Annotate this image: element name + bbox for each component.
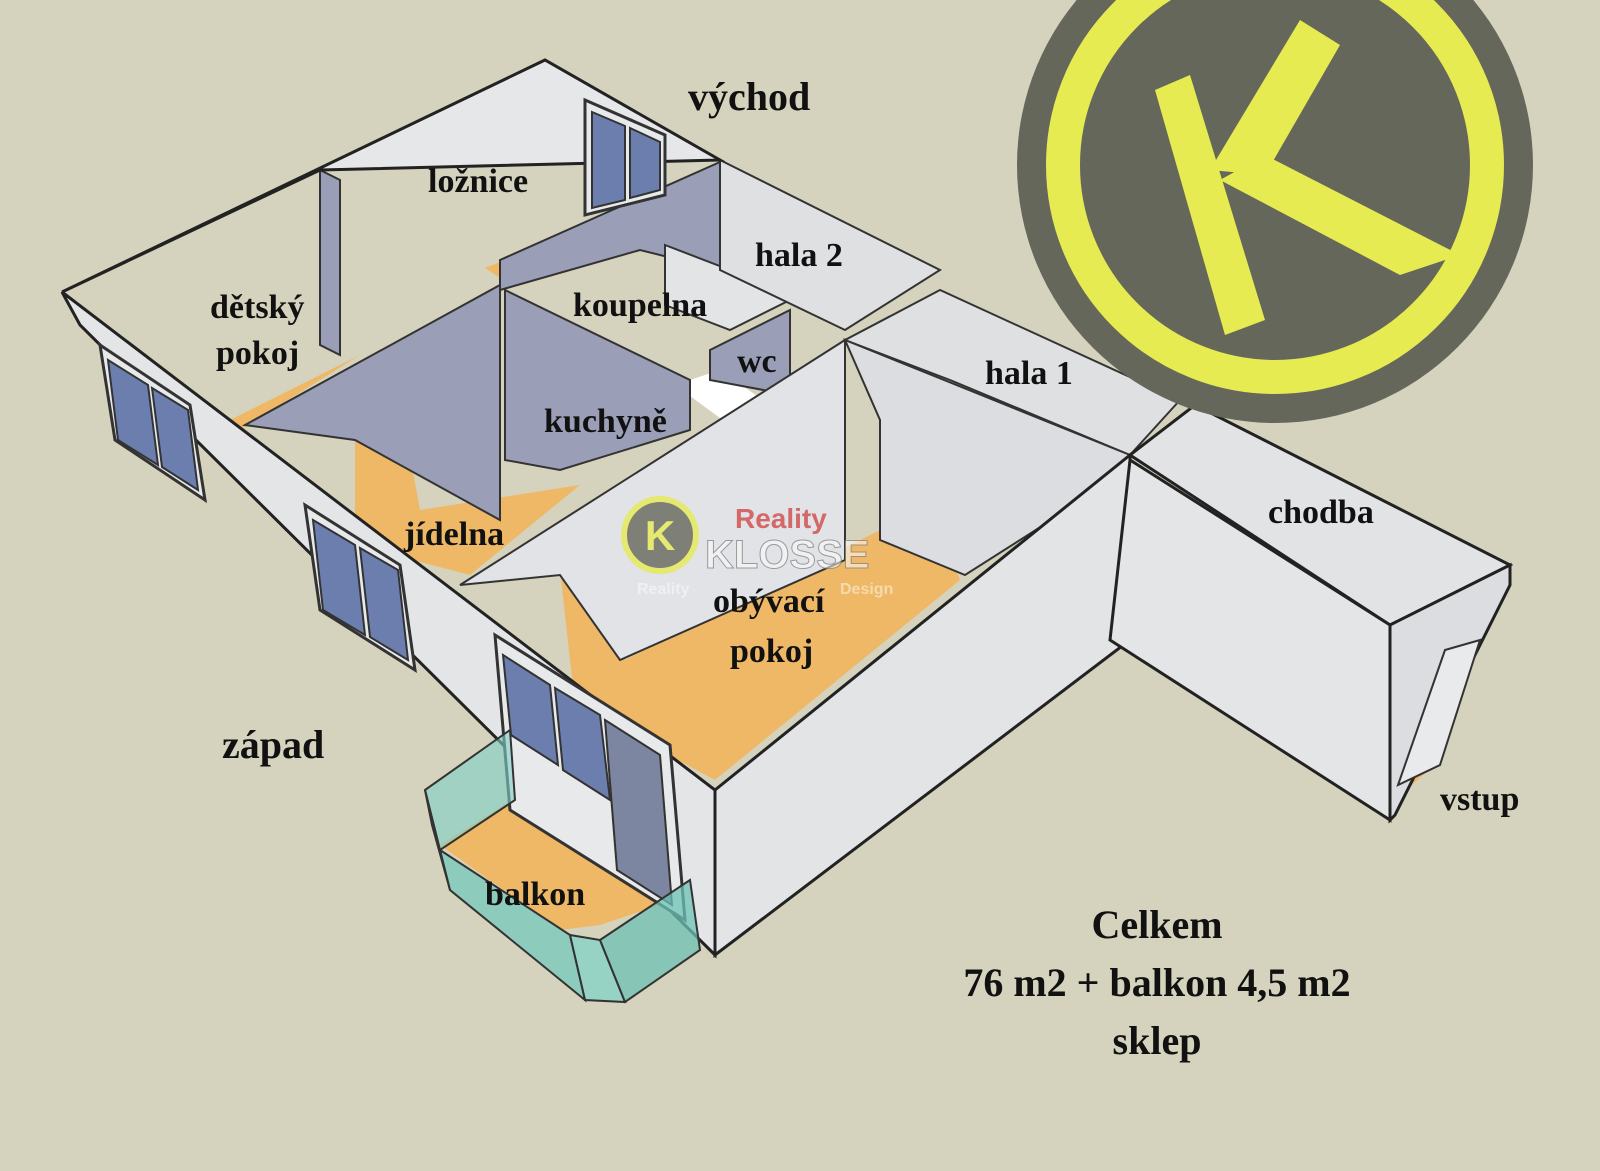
label-obyvaci-line2: pokoj <box>730 633 813 670</box>
label-koupelna: koupelna <box>573 287 707 324</box>
watermark: K Reality KLOSSE Reality Design <box>621 496 893 598</box>
watermark-sub-left: Reality <box>637 581 690 598</box>
label-vychod: východ <box>688 74 810 119</box>
label-hala-1: hala 1 <box>985 355 1073 392</box>
logo-letter-k-icon <box>1155 20 1460 335</box>
label-jidelna: jídelna <box>403 516 504 553</box>
label-vstup: vstup <box>1440 781 1519 818</box>
floor-jidelna <box>355 400 580 575</box>
label-balkon: balkon <box>485 876 585 913</box>
summary-line1: Celkem <box>1091 902 1222 947</box>
summary-line3: sklep <box>1113 1018 1202 1063</box>
wall-hala1 <box>842 288 1182 457</box>
window-jidelna <box>303 501 417 674</box>
wall-hala2 <box>719 158 943 332</box>
floor-balkon <box>440 795 690 930</box>
label-detsky-line1: dětský <box>210 289 304 326</box>
summary-line2: 76 m2 + balkon 4,5 m2 <box>963 960 1350 1005</box>
wall-loznice-detsky <box>319 168 341 357</box>
wall-kuchyne-back <box>241 283 501 522</box>
door-vstup <box>1396 638 1482 787</box>
window-obyvaci <box>493 632 687 923</box>
label-detsky-line2: pokoj <box>216 335 299 372</box>
label-obyvaci-line1: obývací <box>713 583 825 620</box>
floor-wc-tile <box>675 370 760 418</box>
label-kuchyne: kuchyně <box>544 403 667 440</box>
label-hala-2: hala 2 <box>755 237 843 274</box>
watermark-logo-letter: K <box>645 512 675 559</box>
floor-plan <box>60 58 1514 1004</box>
logo-ring <box>1046 0 1504 394</box>
label-loznice: ložnice <box>428 163 528 200</box>
watermark-logo-circle <box>621 496 699 574</box>
watermark-sub-right: Design <box>840 581 893 598</box>
window-loznice <box>583 97 667 217</box>
label-chodba: chodba <box>1268 494 1374 531</box>
wall-kuchyne-side <box>504 288 691 472</box>
label-zapad: západ <box>222 722 324 767</box>
floor-detsky-pokoj <box>230 355 360 430</box>
labels: východ západ ložnice hala 2 dětský pokoj… <box>210 74 1519 1063</box>
watermark-brand-top: Reality <box>735 503 827 534</box>
window-detsky-pokoj <box>97 341 208 504</box>
label-wc: wc <box>737 343 777 380</box>
watermark-brand-main: KLOSSE <box>705 533 869 577</box>
logo <box>1017 0 1533 423</box>
balcony-railing <box>423 728 702 1004</box>
wall-north-outer <box>61 58 726 294</box>
